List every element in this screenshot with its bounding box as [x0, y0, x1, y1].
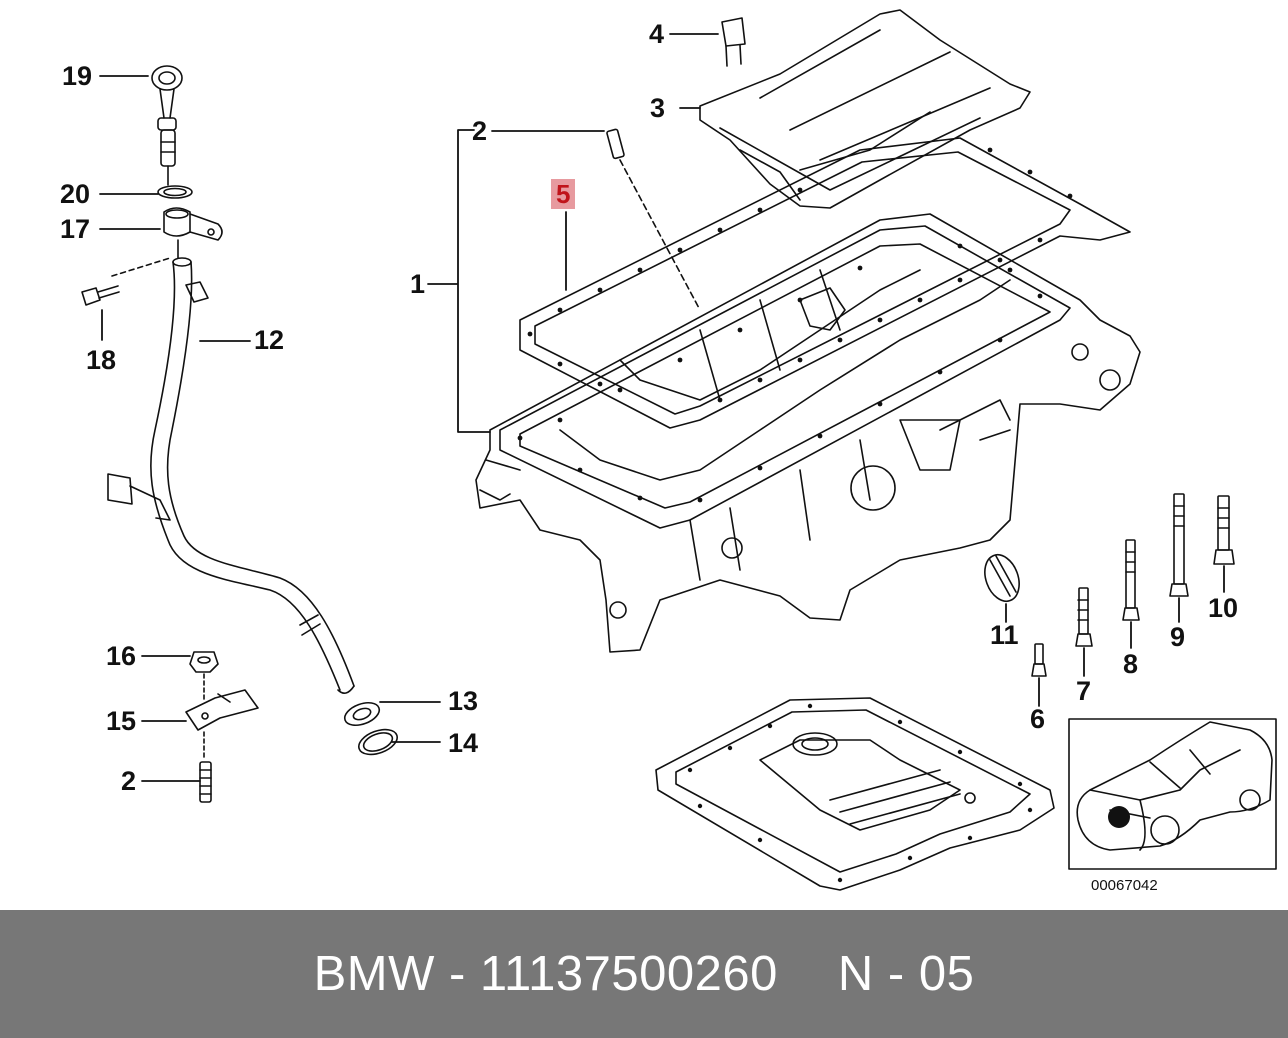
footer-bar: BMW - 11137500260 N - 05	[0, 910, 1288, 1038]
bracket-assembly	[185, 651, 259, 803]
exploded-parts-diagram	[81, 9, 1277, 891]
seal-rings	[343, 701, 398, 756]
stud-top	[606, 128, 701, 311]
callout-4[interactable]: 4	[649, 19, 665, 49]
baffle-plate	[699, 9, 1031, 209]
diagram-code: 00067042	[1091, 877, 1158, 894]
callout-13[interactable]: 13	[448, 686, 479, 716]
oil-pan-gasket	[519, 137, 1131, 429]
callout-18[interactable]: 18	[86, 345, 117, 375]
callout-6[interactable]: 6	[1030, 704, 1046, 734]
callout-2-bottom[interactable]: 2	[121, 766, 137, 796]
callout-1[interactable]: 1	[410, 269, 426, 299]
dipstick-assembly	[81, 65, 355, 694]
callout-14[interactable]: 14	[448, 728, 479, 758]
callout-17[interactable]: 17	[60, 214, 91, 244]
callout-10[interactable]: 10	[1208, 593, 1239, 623]
car-locator-inset	[1068, 718, 1277, 870]
callout-16[interactable]: 16	[106, 641, 137, 671]
bolt-set	[1031, 493, 1235, 677]
callout-19[interactable]: 19	[62, 61, 93, 91]
oil-pan-lower	[655, 697, 1055, 891]
oil-pan-upper	[475, 213, 1141, 653]
callout-3[interactable]: 3	[650, 93, 666, 123]
footer-group-code: N - 05	[837, 947, 975, 1001]
callout-8[interactable]: 8	[1123, 649, 1139, 679]
callout-7[interactable]: 7	[1076, 676, 1092, 706]
drain-plug	[984, 553, 1020, 603]
callout-15[interactable]: 15	[106, 706, 137, 736]
footer-part-number: BMW - 11137500260	[313, 947, 778, 1001]
callout-5-highlighted[interactable]: 5	[551, 179, 576, 209]
callout-11[interactable]: 11	[990, 620, 1019, 650]
callout-9[interactable]: 9	[1170, 622, 1186, 652]
callout-2-top[interactable]: 2	[472, 116, 488, 146]
callout-12[interactable]: 12	[254, 325, 285, 355]
callout-20[interactable]: 20	[60, 179, 91, 209]
leader-lines	[99, 33, 1225, 782]
